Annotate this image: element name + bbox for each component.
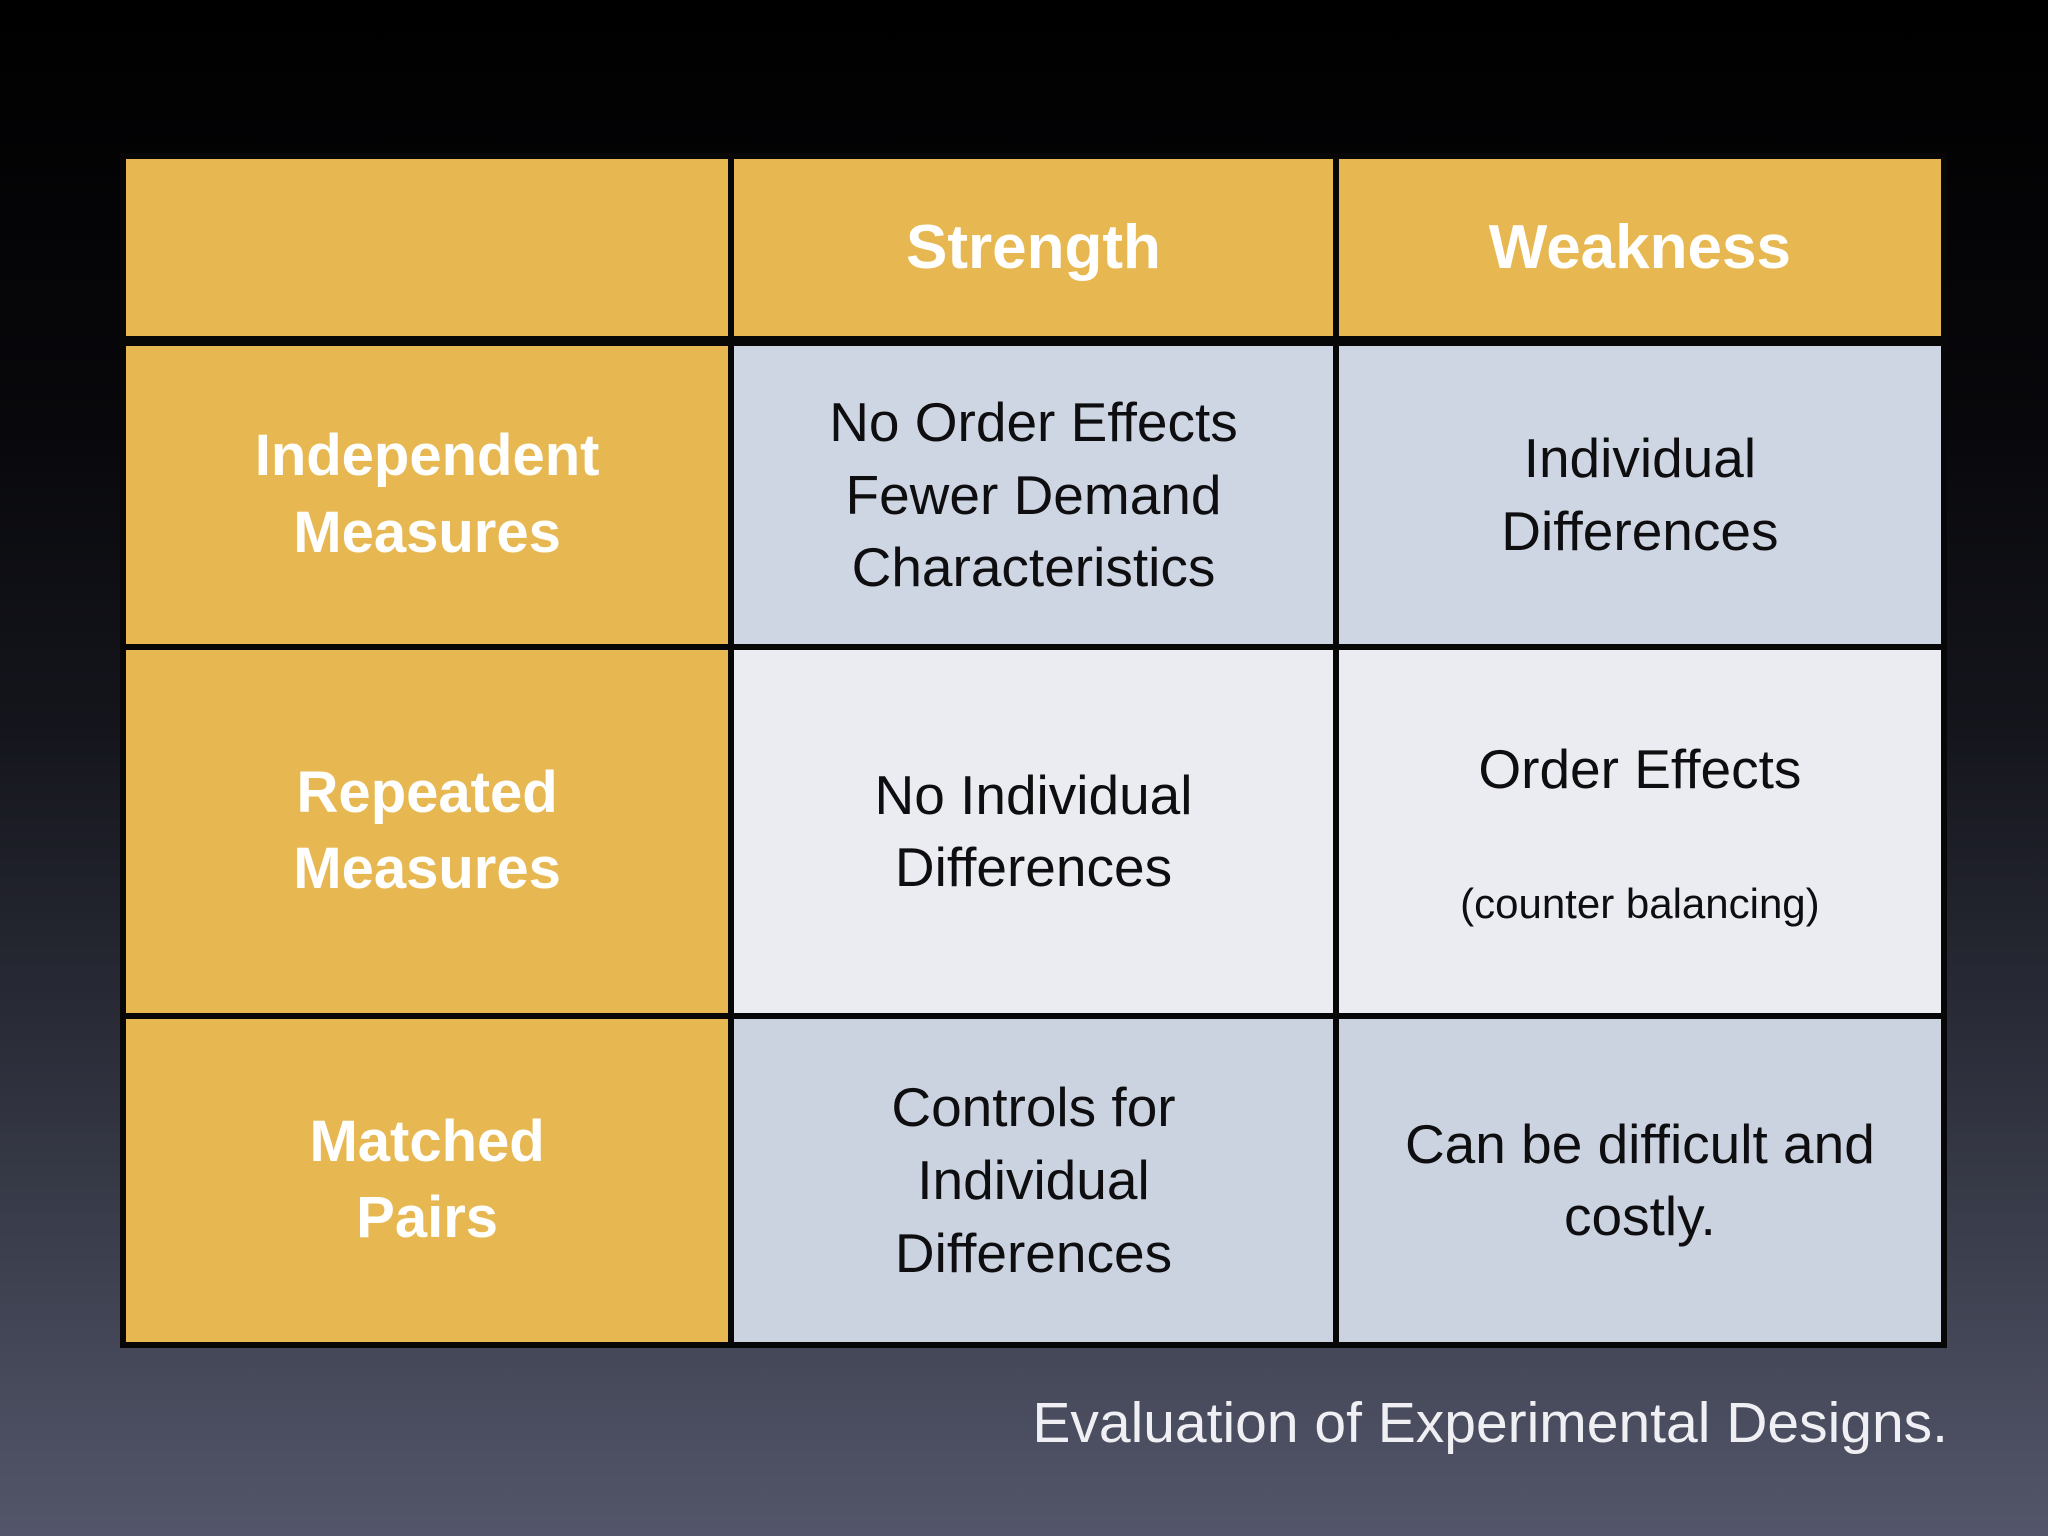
table-header-row: Strength Weakness	[119, 153, 1948, 346]
cell-matched-weakness: Can be difficult and costly.	[1332, 1012, 1948, 1348]
row-label-matched-pairs: Matched Pairs	[119, 1012, 735, 1348]
header-cell-weakness: Weakness	[1332, 153, 1948, 346]
evaluation-table: Strength Weakness Independent Measures N…	[119, 153, 1948, 1348]
experimental-designs-table: Strength Weakness Independent Measures N…	[119, 153, 1948, 1348]
slide-caption: Evaluation of Experimental Designs.	[1032, 1391, 1948, 1455]
table-row-independent-measures: Independent Measures No Order Effects Fe…	[119, 338, 1948, 650]
header-cell-corner	[119, 153, 735, 346]
cell-repeated-strength: No Individual Differences	[728, 644, 1339, 1019]
cell-repeated-weakness-main: Order Effects	[1478, 737, 1802, 800]
cell-independent-strength: No Order Effects Fewer Demand Characteri…	[728, 338, 1339, 650]
cell-matched-strength: Controls for Individual Differences	[728, 1012, 1339, 1348]
table-row-repeated-measures: Repeated Measures No Individual Differen…	[119, 644, 1948, 1019]
row-label-independent-measures: Independent Measures	[119, 338, 735, 650]
row-label-repeated-measures: Repeated Measures	[119, 644, 735, 1019]
cell-repeated-weakness: Order Effects (counter balancing)	[1332, 644, 1948, 1019]
header-cell-strength: Strength	[728, 153, 1339, 346]
table-row-matched-pairs: Matched Pairs Controls for Individual Di…	[119, 1012, 1948, 1348]
cell-independent-weakness: Individual Differences	[1332, 338, 1948, 650]
cell-repeated-weakness-sub: (counter balancing)	[1460, 879, 1820, 927]
